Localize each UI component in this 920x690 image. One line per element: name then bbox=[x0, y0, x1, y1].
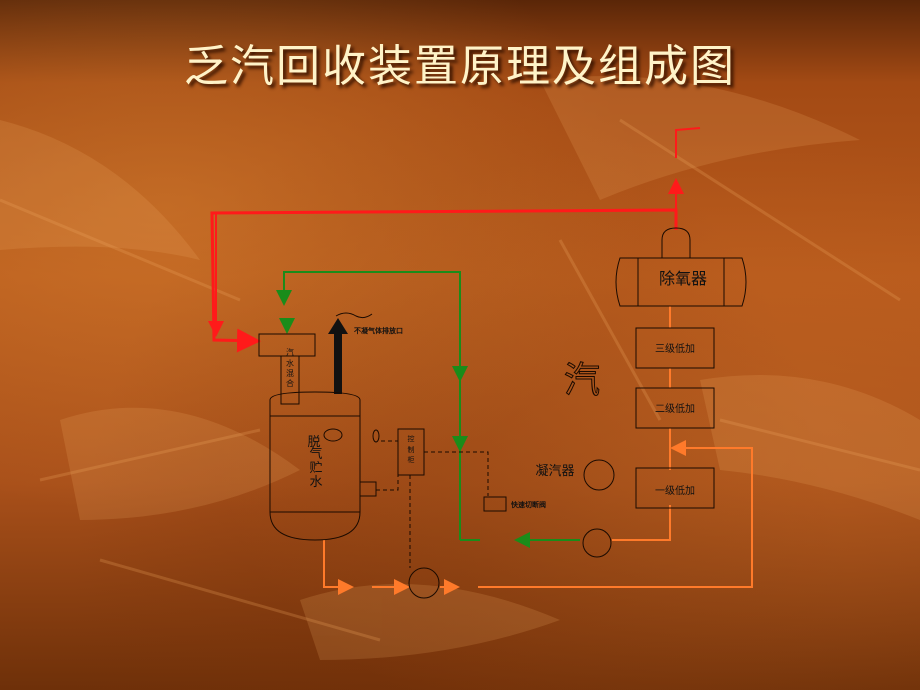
steam-character: 汽 bbox=[564, 360, 600, 401]
stage2-label: 二级低加 bbox=[655, 402, 695, 415]
stage2-heater bbox=[635, 387, 715, 429]
cabinet-char-2: 制 bbox=[408, 445, 415, 454]
fast-cutoff-valve bbox=[483, 496, 507, 512]
vent-arrow bbox=[328, 318, 348, 334]
mixer-char-2: 水 bbox=[286, 358, 294, 368]
condensate-lines bbox=[323, 306, 753, 595]
deaerator bbox=[615, 227, 747, 307]
storage-tank bbox=[269, 391, 377, 541]
water-lines bbox=[276, 271, 580, 548]
feed-pump bbox=[408, 567, 440, 599]
slide-title: 乏汽回收装置原理及组成图 bbox=[184, 41, 736, 92]
level-gauge bbox=[372, 429, 380, 443]
mixer-char-3: 混 bbox=[286, 369, 294, 378]
tank-char-3: 贮 bbox=[309, 461, 322, 476]
tank-char-4: 水 bbox=[309, 475, 322, 490]
steam-lines bbox=[208, 127, 701, 353]
tank-char-1: 脱 bbox=[307, 435, 320, 450]
mixer-body bbox=[280, 355, 300, 405]
condenser-shape bbox=[583, 459, 615, 491]
tank-char-2: 气 bbox=[309, 446, 322, 462]
vent-plume bbox=[335, 312, 373, 319]
deaerator-label: 除氧器 bbox=[659, 269, 707, 288]
stage3-label: 三级低加 bbox=[655, 342, 695, 355]
cabinet-char-3: 柜 bbox=[408, 455, 415, 464]
stage3-heater bbox=[635, 327, 715, 369]
mixer-char-1: 汽 bbox=[286, 347, 294, 357]
vent-label: 不凝气体排放口 bbox=[354, 326, 403, 335]
mixer-char-4: 合 bbox=[286, 378, 294, 388]
vent-stack bbox=[334, 332, 342, 394]
fast-cutoff-label: 快速切断阀 bbox=[511, 500, 546, 509]
cabinet-char-1: 控 bbox=[408, 434, 415, 443]
mixer-label: 汽 水 混 合 bbox=[286, 347, 294, 388]
stage1-heater bbox=[635, 467, 715, 509]
control-wiring bbox=[376, 440, 489, 568]
condensate-pump bbox=[582, 528, 612, 558]
control-cabinet-label: 控 制 柜 bbox=[408, 434, 415, 464]
condenser-label: 凝汽器 bbox=[535, 463, 574, 479]
stage1-label: 一级低加 bbox=[655, 484, 695, 497]
tank-label: 脱 气 贮 水 bbox=[307, 435, 322, 490]
